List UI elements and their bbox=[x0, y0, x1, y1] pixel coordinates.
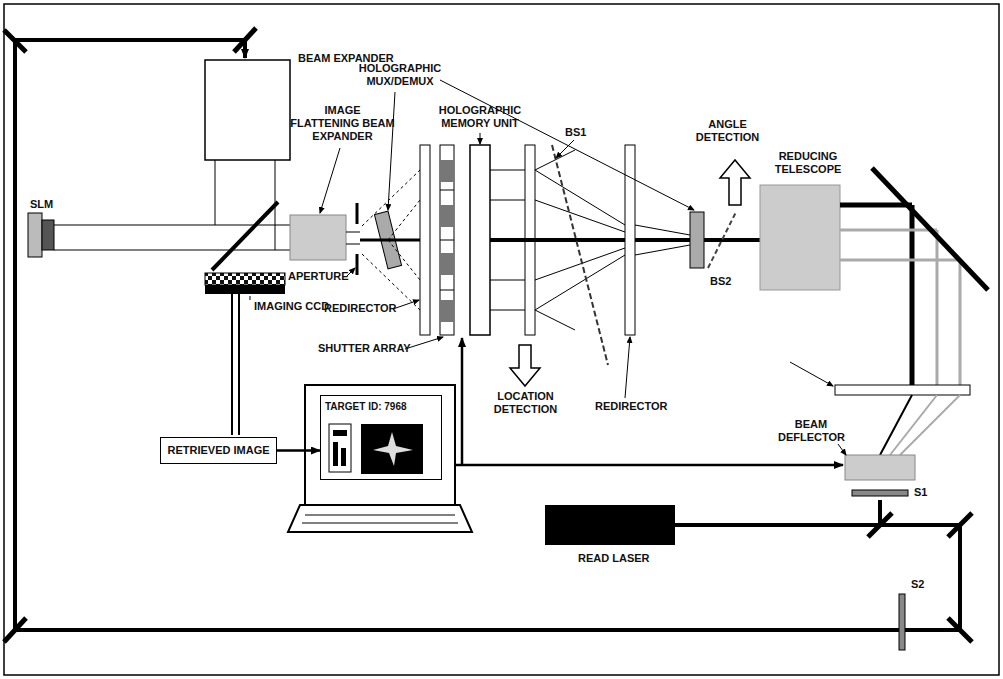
part-label: SHUTTER ARRAY bbox=[318, 342, 411, 355]
part-label: S1 bbox=[914, 486, 927, 499]
part-label: REDIRECTOR bbox=[595, 400, 668, 413]
monitor-screen: TARGET ID: 7968 bbox=[320, 395, 442, 480]
screen-text: TARGET ID: 7968 bbox=[325, 400, 437, 413]
part-label: READ LASER bbox=[578, 552, 650, 565]
box-text: RETRIEVED IMAGE bbox=[167, 444, 270, 457]
part-label: IMAGING CCD bbox=[254, 300, 329, 313]
part-label: BEAM DEFLECTOR bbox=[778, 418, 844, 444]
part-label: HOLOGRAPHIC MUX/DEMUX bbox=[350, 62, 450, 88]
part-label: BS2 bbox=[710, 275, 731, 288]
part-label: REDUCING TELESCOPE bbox=[768, 150, 848, 176]
part-label: S2 bbox=[911, 578, 924, 591]
signal-arrow bbox=[277, 449, 320, 452]
part-label: ANGLE DETECTION bbox=[690, 118, 765, 144]
part-label: LOCATION DETECTION bbox=[478, 390, 573, 416]
process-box: RETRIEVED IMAGE bbox=[160, 437, 277, 464]
part-label: SLM bbox=[30, 198, 53, 211]
part-label: APERTURE bbox=[288, 270, 349, 283]
part-label: BS1 bbox=[565, 126, 586, 139]
part-label: HOLOGRAPHIC MEMORY UNIT bbox=[425, 104, 535, 130]
part-label: IMAGE FLATTENING BEAM EXPANDER bbox=[290, 104, 395, 143]
part-label: REDIRECTOR bbox=[324, 302, 397, 315]
